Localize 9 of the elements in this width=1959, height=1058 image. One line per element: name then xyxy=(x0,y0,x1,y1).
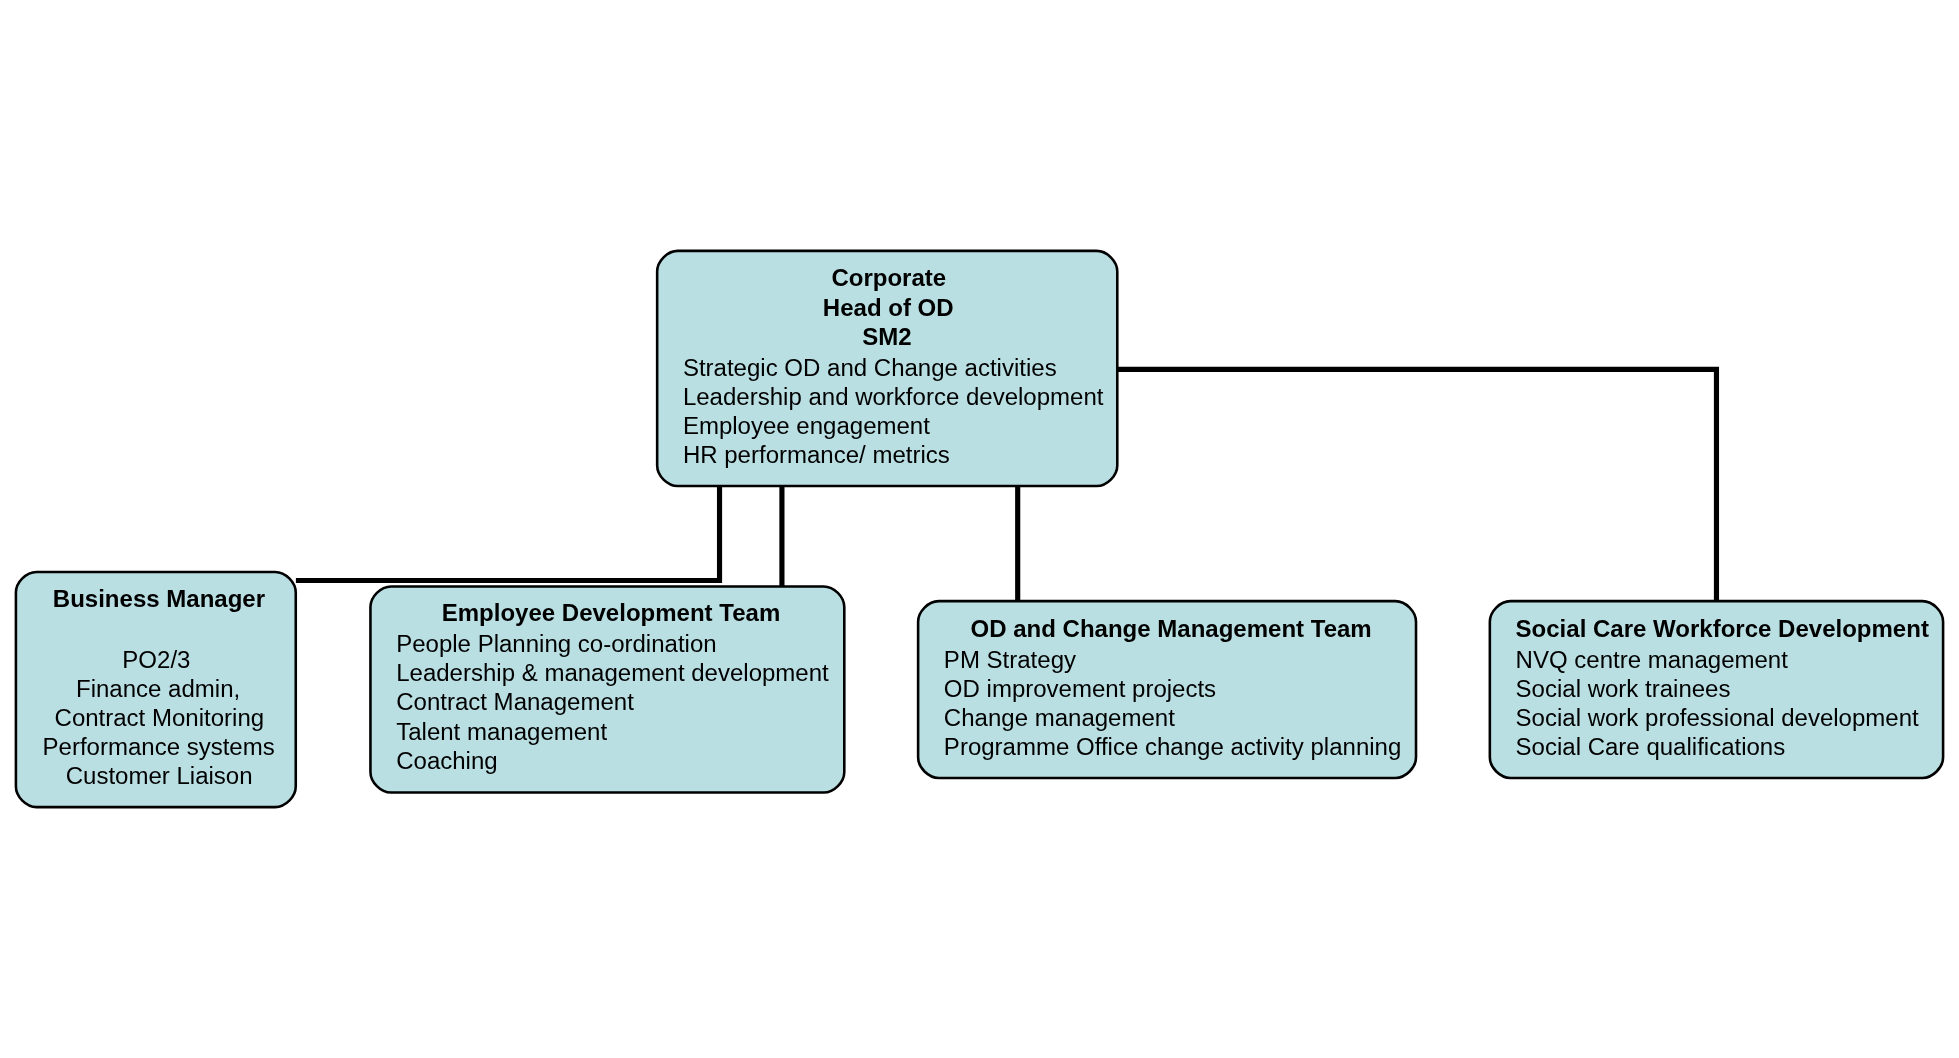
connector xyxy=(1015,486,1021,601)
connector xyxy=(779,486,785,587)
node-box: OD and Change Management Team PM Strategy OD improvement projects Change management Programme Office change activity planning xyxy=(916,599,1418,780)
connector xyxy=(295,486,723,584)
node-box: Business Manager PO2/3 Finance admin, Contract Monitoring Performance systems Customer Liaison xyxy=(14,570,298,809)
node-box: Corporate Head of OD SM2 Strategic OD and Change activities Leadership and workforce development Employee engagement HR performance/ metrics xyxy=(655,249,1119,488)
node-box: Employee Development Team People Planning co-ordination Leadership & management development Contract Management Talent management Coaching xyxy=(369,585,846,794)
node-box: Social Care Workforce Development NVQ centre management Social work trainees Social work professional development Social Care qualifications xyxy=(1488,599,1945,780)
connector xyxy=(1117,366,1720,601)
